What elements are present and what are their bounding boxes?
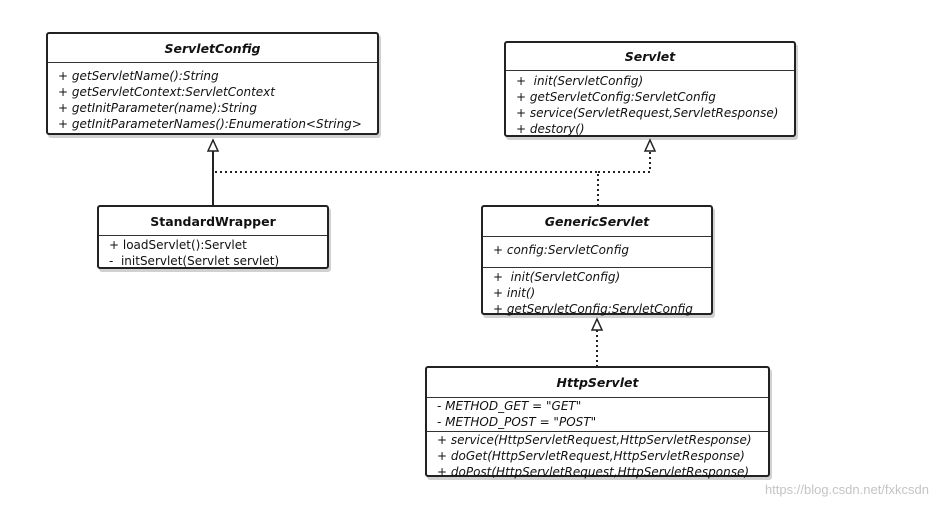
genericservlet-to-servlet-arrowhead <box>643 138 657 152</box>
method-row: + doPost(HttpServletRequest,HttpServletR… <box>437 465 750 479</box>
method-row: + service(HttpServletRequest,HttpServlet… <box>437 433 752 447</box>
attribute-row: - METHOD_POST = "POST" <box>437 415 597 429</box>
class-servletconfig: ServletConfig + getServletName():String … <box>46 32 379 135</box>
class-httpservlet: HttpServlet - METHOD_GET = "GET" - METHO… <box>425 366 770 480</box>
class-attributes: - METHOD_GET = "GET" - METHOD_POST = "PO… <box>427 398 768 431</box>
attribute-row: - METHOD_GET = "GET" <box>437 399 582 413</box>
method-row: + loadServlet():Servlet <box>109 238 247 252</box>
class-name: ServletConfig <box>48 34 377 63</box>
method-row: - initServlet(Servlet servlet) <box>109 254 280 268</box>
method-row: + getServletContext:ServletContext <box>58 85 275 99</box>
class-name: Servlet <box>506 43 794 71</box>
genericservlet-to-servletconfig-edge <box>213 171 599 206</box>
class-name: HttpServlet <box>427 368 768 398</box>
method-row: + service(ServletRequest,ServletResponse… <box>516 106 779 120</box>
class-genericservlet: GenericServlet + config:ServletConfig + … <box>481 205 713 317</box>
class-attributes: + config:ServletConfig <box>483 237 711 267</box>
wrapper-to-servletconfig-arrowhead <box>206 138 220 152</box>
class-standardwrapper: StandardWrapper + loadServlet():Servlet … <box>97 205 329 269</box>
class-servlet: Servlet + init(ServletConfig) + getServl… <box>504 41 796 137</box>
watermark-text: https://blog.csdn.net/fxkcsdn <box>764 482 929 497</box>
method-row: + init(ServletConfig) <box>493 270 621 284</box>
class-name: GenericServlet <box>483 207 711 237</box>
genericservlet-to-servlet-edge <box>598 150 651 173</box>
method-row: + getServletConfig:ServletConfig <box>516 90 716 104</box>
httpservlet-to-genericservlet-arrowhead <box>590 317 604 331</box>
class-methods: + init(ServletConfig) + getServletConfig… <box>506 71 794 137</box>
class-methods: + getServletName():String + getServletCo… <box>48 63 377 132</box>
attribute-row: + config:ServletConfig <box>493 243 629 257</box>
method-row: + getServletConfig:ServletConfig <box>493 302 693 316</box>
class-methods: + service(HttpServletRequest,HttpServlet… <box>427 431 768 480</box>
method-row: + doGet(HttpServletRequest,HttpServletRe… <box>437 449 745 463</box>
method-row: + init(ServletConfig) <box>516 74 644 88</box>
class-name: StandardWrapper <box>99 207 327 236</box>
method-row: + init() <box>493 286 536 300</box>
method-row: + getInitParameterNames():Enumeration<St… <box>58 117 362 131</box>
method-row: + getInitParameter(name):String <box>58 101 257 115</box>
class-methods: + init(ServletConfig) + init() + getServ… <box>483 267 711 317</box>
class-methods: + loadServlet():Servlet - initServlet(Se… <box>99 236 327 269</box>
method-row: + getServletName():String <box>58 69 219 83</box>
method-row: + destory() <box>516 122 585 136</box>
